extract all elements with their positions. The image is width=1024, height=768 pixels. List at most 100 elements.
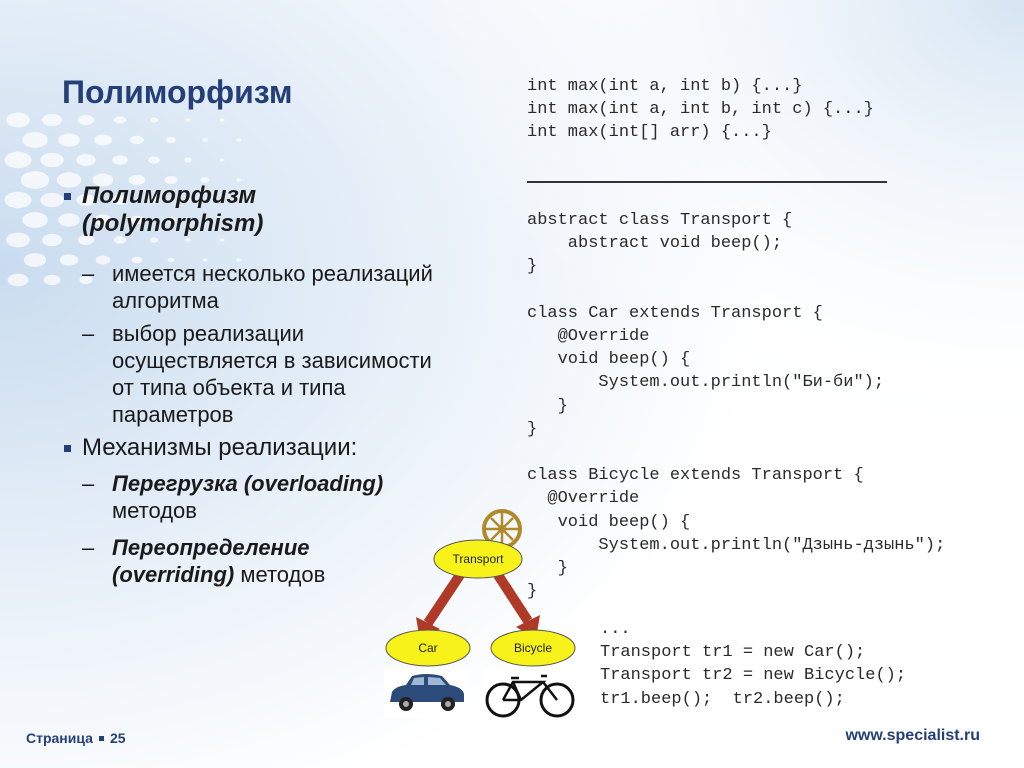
background-dot [76, 194, 96, 206]
sub-bullet-bold: Перегрузка (overloading) [112, 471, 384, 496]
background-dot [58, 213, 80, 227]
code-overloads: int max(int a, int b) {...} int max(int … [527, 77, 874, 143]
background-dot [95, 255, 111, 265]
arrow-transport-car [423, 572, 465, 626]
bullet-text: Механизмы реализации: [82, 434, 358, 461]
background-dot [149, 117, 159, 123]
background-dot [202, 218, 208, 222]
background-dot [56, 172, 82, 188]
sub-bullet: – имеется несколько реализаций алгоритма [82, 261, 433, 313]
background-dot [200, 177, 210, 183]
background-dot [43, 274, 61, 286]
background-dot [76, 154, 96, 166]
node-bicycle [490, 629, 576, 667]
background-dot [219, 238, 225, 242]
bicycle-icon [483, 668, 575, 720]
background-dot [151, 278, 157, 282]
background-dot [219, 278, 225, 282]
node-label: Car [418, 641, 437, 655]
node-transport [433, 539, 523, 579]
background-dot [202, 258, 208, 262]
background-dot [92, 173, 114, 187]
sub-bullet-bold: (overriding) [112, 562, 235, 587]
separator-square-icon [98, 736, 104, 741]
bullet-polymorphism: Полиморфизм (polymorphism) [62, 182, 442, 238]
background-dot [184, 197, 192, 203]
sub-bullet: – Переопределение (overriding) методов [82, 535, 326, 587]
bullet-list: Полиморфизм (polymorphism) – имеется нес… [62, 182, 442, 594]
sub-bullet-bold: Переопределение [112, 535, 310, 560]
background-dot [219, 198, 225, 202]
background-dot [7, 273, 29, 287]
background-dot [166, 216, 176, 224]
background-dot [41, 233, 63, 247]
background-dot [185, 278, 191, 282]
background-dot [236, 178, 242, 182]
background-dot [23, 253, 47, 267]
background-dot [77, 235, 95, 245]
page-number: 25 [109, 730, 126, 746]
background-dot [167, 257, 175, 263]
background-dot [22, 132, 48, 148]
code-separator [527, 181, 887, 183]
background-dot [219, 118, 225, 122]
page-label: Страница [26, 730, 93, 746]
background-dot [202, 138, 208, 142]
background-dot [219, 158, 225, 162]
background-dot [166, 136, 176, 144]
background-dot [112, 155, 128, 165]
code-usage: ... Transport tr1 = new Car(); Transport… [600, 620, 907, 709]
background-dot [164, 176, 178, 184]
background-dot [128, 174, 146, 186]
sub-bullet-text: имеется несколько реализаций алгоритма [112, 261, 433, 313]
background-dot [6, 112, 30, 128]
background-dot [148, 196, 160, 204]
background-dot [79, 276, 93, 284]
background-dot [40, 152, 64, 168]
node-label: Bicycle [514, 641, 552, 655]
background-dot [236, 218, 242, 222]
background-dot [113, 236, 127, 244]
background-dot [130, 135, 144, 145]
node-car [385, 629, 471, 667]
page-indicator: Страница 25 [26, 730, 126, 746]
site-link[interactable]: www.specialist.ru [845, 727, 980, 744]
background-dot [4, 191, 32, 209]
sub-bullet: – выбор реализации осуществляется в зави… [82, 321, 432, 427]
background-dot [113, 116, 127, 124]
bullet-mechanisms: Механизмы реализации: [62, 434, 442, 462]
node-label: Transport [453, 552, 505, 566]
sub-bullet: – Перегрузка (overloading) методов [82, 471, 384, 523]
background-dot [131, 256, 143, 264]
background-dot [22, 212, 48, 228]
background-dot [185, 238, 191, 242]
background-dot [4, 151, 32, 169]
background-dot [236, 258, 242, 262]
code-classes: abstract class Transport { abstract void… [527, 211, 946, 602]
bullet-text: (polymorphism) [82, 210, 264, 237]
sub-bullet-text: выбор реализации осуществляется в зависи… [112, 321, 432, 427]
background-dot [149, 237, 159, 243]
background-dot [130, 215, 144, 225]
class-diagram: Transport Car Bicycle [384, 509, 576, 720]
background-dot [59, 254, 79, 266]
bullet-square-icon [64, 193, 71, 200]
background-dot [236, 138, 242, 142]
slide-title: Полиморфизм [62, 74, 293, 110]
background-dot [184, 157, 192, 163]
background-dot [58, 133, 80, 147]
arrow-transport-bicycle [493, 572, 533, 624]
background-dot [94, 214, 112, 226]
bullet-text: Полиморфизм [82, 182, 257, 209]
background-dot [6, 232, 30, 248]
background-dot [112, 195, 128, 205]
background-dot [185, 118, 191, 122]
background-dot [20, 171, 50, 189]
bullet-square-icon [64, 445, 71, 452]
background-dot [148, 156, 160, 164]
sub-bullet-text: методов [112, 498, 197, 523]
background-dot [94, 134, 112, 146]
background-dot [77, 115, 95, 125]
